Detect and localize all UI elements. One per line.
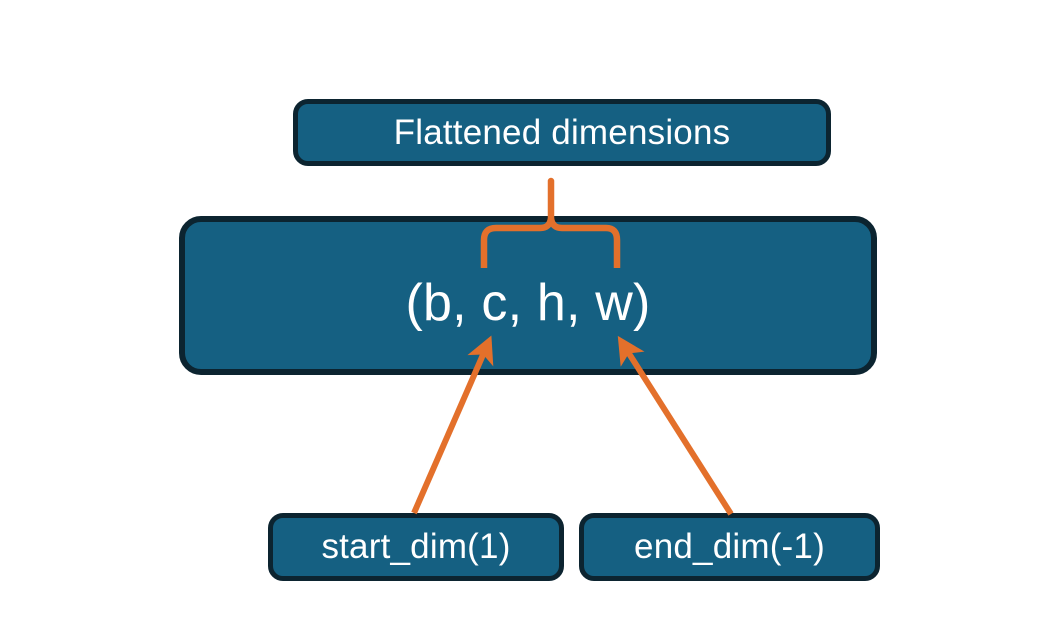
node-flattened-dimensions-label: Flattened dimensions (393, 112, 731, 152)
node-end-dim-label: end_dim(-1) (634, 527, 825, 566)
node-tensor-shape[interactable]: (b, c, h, w) (179, 216, 877, 375)
node-tensor-shape-label: (b, c, h, w) (405, 273, 651, 332)
node-flattened-dimensions[interactable]: Flattened dimensions (293, 99, 831, 166)
node-start-dim-label: start_dim(1) (321, 527, 511, 566)
node-end-dim[interactable]: end_dim(-1) (579, 513, 880, 581)
node-start-dim[interactable]: start_dim(1) (268, 513, 564, 581)
